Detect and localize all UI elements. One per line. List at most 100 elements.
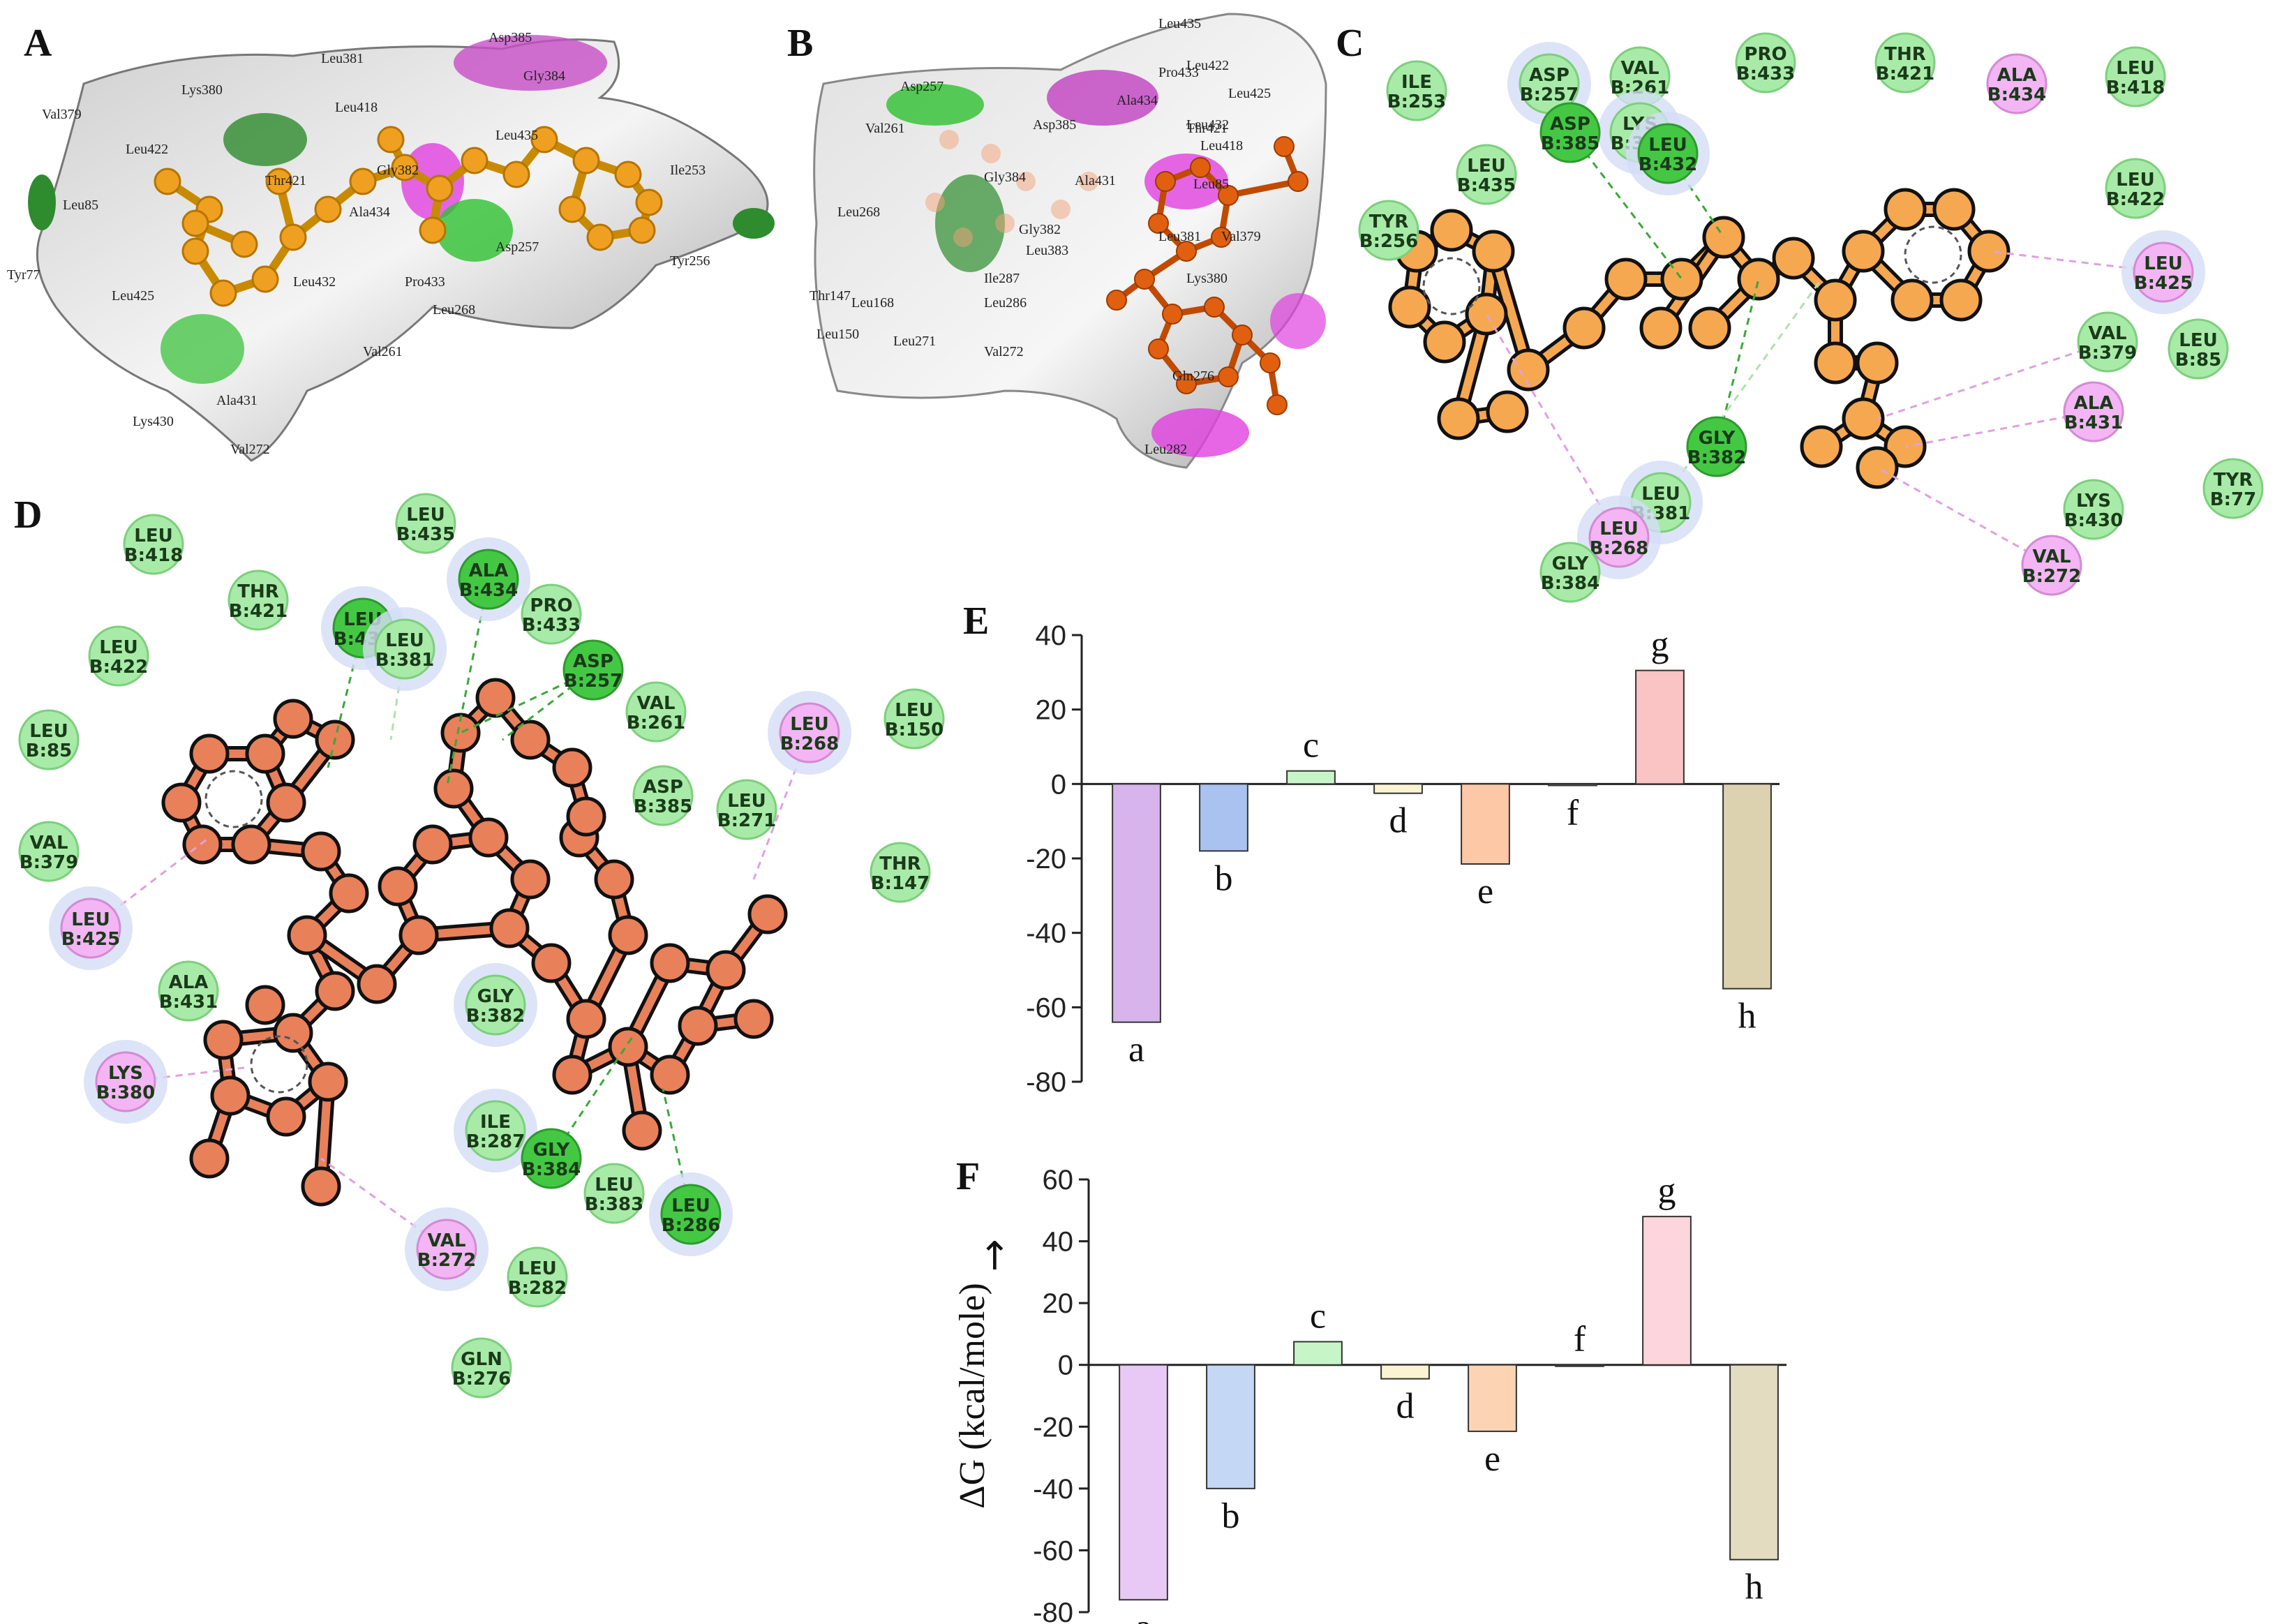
- ligand-atom: [733, 999, 774, 1039]
- ligand-b-atom: [1218, 366, 1239, 387]
- interaction-line: [445, 579, 490, 789]
- ligand-atom: [245, 985, 285, 1025]
- ligand-a-atom: [391, 154, 419, 181]
- residue-id: B:422: [2106, 189, 2165, 210]
- aromatic-ring: [1422, 257, 1481, 315]
- ghost-ligand-atom: [1079, 172, 1098, 191]
- y-tick-label: 20: [1043, 1288, 1074, 1319]
- residue-id: B:421: [229, 601, 288, 622]
- surface-a-residue-label: Ala431: [216, 393, 258, 408]
- y-tick-label: 60: [1043, 1165, 1074, 1195]
- residue-name: GLY: [1699, 428, 1736, 449]
- residue-id: B:384: [1541, 573, 1600, 594]
- ligand-b-atom: [1267, 394, 1288, 415]
- surface-b-residue-label: Val261: [865, 121, 905, 136]
- residue-disc: [779, 702, 840, 763]
- panel-label-e: E: [963, 599, 990, 643]
- surface-b-shape: [813, 13, 1327, 469]
- residue-id: B:432: [1639, 154, 1698, 175]
- residue-id: B:435: [1457, 175, 1516, 196]
- surface-b-residue-label: Val379: [1221, 229, 1261, 244]
- ligand-a-atom: [265, 167, 293, 195]
- ligand-a-atom: [154, 167, 181, 195]
- surface-a-residue-label: Thr421: [265, 173, 306, 188]
- y-tick-label: 40: [1036, 620, 1067, 651]
- interaction-diagram-c: ILEB:253ASPB:257VALB:261PROB:433THRB:421…: [1358, 32, 2264, 603]
- bar-label: c: [1303, 726, 1319, 766]
- ligand-atom: [566, 999, 606, 1039]
- residue-id: B:257: [564, 671, 623, 692]
- bar-label: h: [1745, 1567, 1763, 1607]
- ligand-atom: [182, 824, 223, 865]
- surface-a-residue-label: Leu85: [63, 198, 98, 213]
- ligand-atom: [489, 908, 530, 948]
- bar: [1119, 1364, 1168, 1601]
- residue-disc: [625, 681, 687, 743]
- ligand-atom: [329, 873, 369, 914]
- ligand-a-atom: [279, 223, 307, 251]
- residue-id: B:287: [466, 1131, 525, 1152]
- surface-b-residue-label: Leu268: [837, 204, 880, 220]
- surface-b-residue-label: Leu435: [1158, 16, 1201, 31]
- interaction-line: [1877, 466, 2052, 567]
- ligand-a-atom: [586, 223, 614, 251]
- residue-id: B:434: [459, 580, 519, 601]
- ligand-b-atom: [1232, 325, 1253, 345]
- residue-id: B:379: [20, 852, 79, 873]
- surface-b-residue-label: Val272: [984, 344, 1024, 359]
- residue-name: LEU: [71, 909, 110, 930]
- ligand-b-atom: [1134, 269, 1155, 290]
- interaction-line: [1877, 341, 2108, 420]
- residue-id: B:253: [1387, 91, 1447, 112]
- y-tick-label: -60: [1026, 992, 1066, 1023]
- surface-a-residue-label: Leu268: [433, 302, 475, 318]
- surface-a-residue-label: Leu435: [495, 128, 538, 143]
- y-tick-label: -80: [1033, 1597, 1073, 1624]
- bar-label: e: [1484, 1439, 1500, 1479]
- bar: [1199, 783, 1248, 852]
- residue-id: B:425: [61, 929, 121, 950]
- residue-id: B:271: [717, 810, 777, 831]
- residue-disc: [416, 1219, 477, 1280]
- residue-name: ILE: [480, 1112, 511, 1133]
- residue-disc: [451, 1337, 512, 1399]
- ligand-atom: [1939, 278, 1983, 322]
- surface-b-residue-label: Leu422: [1186, 58, 1229, 73]
- residue-disc: [660, 1184, 722, 1245]
- residue-id: B:85: [2175, 350, 2221, 371]
- residue-name: ALA: [1997, 65, 2037, 86]
- residue-name: LYS: [108, 1063, 143, 1084]
- ligand-b-atom: [1162, 304, 1183, 325]
- ligand-atom: [301, 831, 341, 872]
- residue-name: LEU: [518, 1258, 556, 1279]
- ghost-ligand-atom: [1016, 172, 1036, 191]
- ligand-atom: [1423, 320, 1466, 364]
- ligand-atom: [552, 747, 592, 788]
- bar-label: a: [1135, 1607, 1151, 1624]
- residue-name: LYS: [2076, 491, 2111, 512]
- residue-id: B:433: [1736, 64, 1796, 84]
- surface-b-residue-label: Gly384: [984, 170, 1026, 185]
- ligand-atom: [287, 915, 327, 955]
- ligand-a-atom: [635, 188, 663, 216]
- residue-disc: [632, 765, 694, 826]
- ligand-atom: [1562, 306, 1606, 350]
- surface-a-residue-label: Pro433: [405, 274, 445, 290]
- ligand-a-atom: [628, 216, 656, 244]
- bar-label: h: [1738, 997, 1756, 1036]
- residue-id: B:383: [585, 1194, 644, 1215]
- interaction-line: [1569, 132, 1683, 280]
- residue-name: LEU: [406, 505, 445, 526]
